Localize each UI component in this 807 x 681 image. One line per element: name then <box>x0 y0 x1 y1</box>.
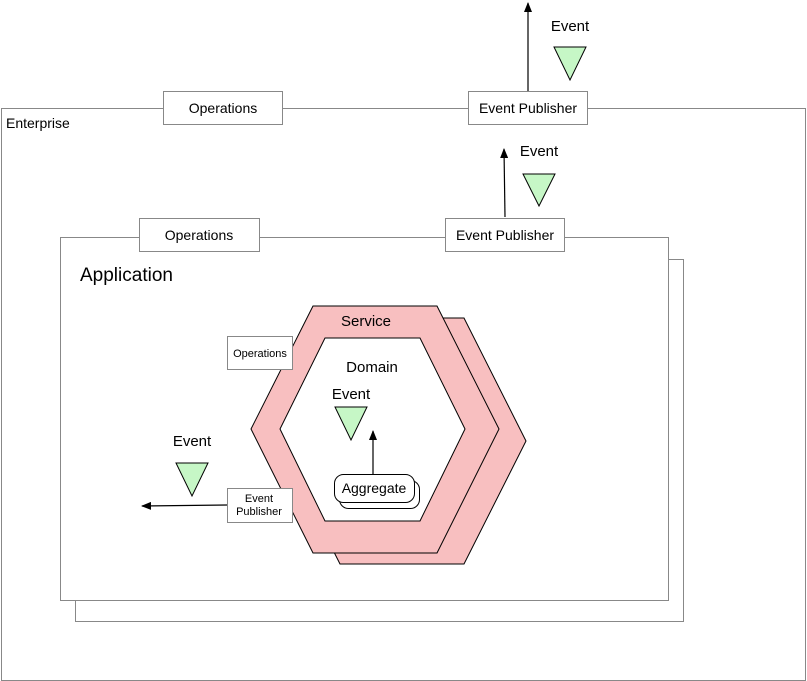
enterprise-event-icon <box>553 46 587 82</box>
domain-event-label: Event <box>332 386 371 403</box>
enterprise-event-label: Event <box>551 18 590 35</box>
enterprise-label: Enterprise <box>6 115 70 131</box>
enterprise-event-publisher-box: Event Publisher <box>468 91 588 125</box>
domain-label: Domain <box>346 359 398 376</box>
left-event-publisher-box: Event Publisher <box>227 488 293 523</box>
application-operations-box: Operations <box>139 218 260 252</box>
application-label: Application <box>80 265 173 286</box>
aggregate-box: Aggregate <box>334 474 415 503</box>
application-operations-label: Operations <box>165 227 233 243</box>
service-label: Service <box>341 313 391 330</box>
enterprise-operations-box: Operations <box>163 91 283 125</box>
domain-hexagon <box>279 337 466 522</box>
application-event-label: Event <box>520 143 559 160</box>
left-event-publisher-label-line2: Publisher <box>236 506 282 518</box>
application-event-publisher-label: Event Publisher <box>456 227 554 243</box>
enterprise-event-publisher-label: Event Publisher <box>479 100 577 116</box>
application-event-publisher-box: Event Publisher <box>445 218 565 252</box>
left-event-icon <box>175 462 209 498</box>
left-event-publisher-label-line1: Event <box>245 493 273 505</box>
service-operations-label: Operations <box>233 348 287 360</box>
aggregate-label: Aggregate <box>342 480 407 496</box>
left-event-arrow <box>141 501 228 510</box>
left-event-label: Event <box>173 433 212 450</box>
service-operations-box: Operations <box>227 336 293 370</box>
application-event-icon <box>522 173 556 208</box>
domain-event-icon <box>334 406 368 442</box>
enterprise-operations-label: Operations <box>189 100 257 116</box>
application-event-arrow <box>500 148 509 218</box>
